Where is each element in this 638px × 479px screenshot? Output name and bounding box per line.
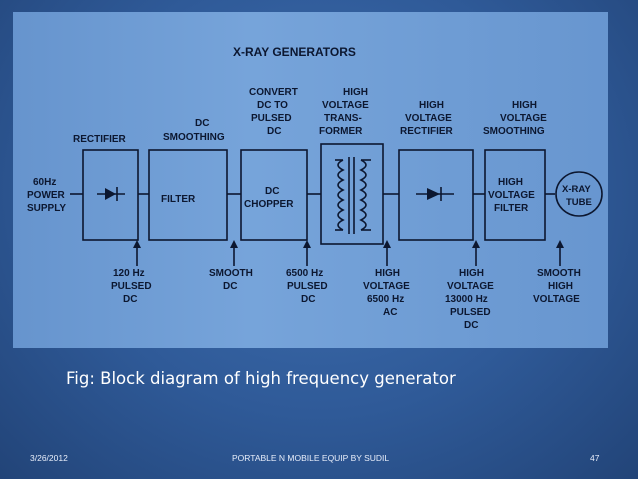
- hv-ac-3: 6500 Hz: [367, 294, 404, 305]
- label-hvsmooth-3: SMOOTHING: [483, 126, 545, 137]
- block-diagram: X-RAY GENERATORS RECTIFIER DC SMOOTHING …: [27, 45, 603, 331]
- smooth-hv-3: VOLTAGE: [533, 294, 580, 305]
- diagram-title: X-RAY GENERATORS: [233, 45, 356, 59]
- pulsed6500-2: PULSED: [287, 281, 328, 292]
- figure-caption: Fig: Block diagram of high frequency gen…: [66, 369, 456, 388]
- label-hvrect-3: RECTIFIER: [400, 126, 454, 137]
- chopper-block: [240, 149, 308, 241]
- power-supply-2: POWER: [27, 190, 66, 201]
- diode-icon: [105, 188, 116, 200]
- transformer-coils: [335, 157, 371, 234]
- xray-tube-block: [555, 171, 603, 217]
- hv-pulsed-3: 13000 Hz: [445, 294, 488, 305]
- pulsed6500-1: 6500 Hz: [286, 268, 323, 279]
- label-convert-3: PULSED: [251, 113, 292, 124]
- hv-filter-label-1: HIGH: [498, 177, 523, 188]
- diagram-photo: X-RAY GENERATORS RECTIFIER DC SMOOTHING …: [13, 12, 608, 348]
- pulsed-dc-2: PULSED: [111, 281, 152, 292]
- hv-ac-1: HIGH: [375, 268, 400, 279]
- slide-number: 47: [590, 453, 600, 463]
- label-hvsmooth-2: VOLTAGE: [500, 113, 547, 124]
- label-hvrect-1: HIGH: [419, 100, 444, 111]
- rectifier-block: [82, 149, 139, 241]
- label-hvrect-2: VOLTAGE: [405, 113, 452, 124]
- hv-ac-2: VOLTAGE: [363, 281, 410, 292]
- label-convert-4: DC: [267, 126, 281, 137]
- power-supply-3: SUPPLY: [27, 203, 66, 214]
- label-rectifier: RECTIFIER: [73, 134, 127, 145]
- label-convert-1: CONVERT: [249, 87, 298, 98]
- hv-rectifier-block: [398, 149, 474, 241]
- label-convert-2: DC TO: [257, 100, 288, 111]
- label-dc-smoothing-2: SMOOTHING: [163, 132, 225, 143]
- filter-label: FILTER: [161, 194, 196, 205]
- tube-label-1: X-RAY: [562, 184, 591, 195]
- filter-block: [148, 149, 228, 241]
- tube-label-2: TUBE: [566, 197, 592, 208]
- power-supply-1: 60Hz: [33, 177, 56, 188]
- hv-pulsed-5: DC: [464, 320, 478, 331]
- chopper-label-2: CHOPPER: [244, 199, 294, 210]
- hv-pulsed-4: PULSED: [450, 307, 491, 318]
- footer-date: 3/26/2012: [30, 453, 68, 463]
- footer-title: PORTABLE N MOBILE EQUIP BY SUDIL: [232, 453, 390, 463]
- pulsed6500-3: DC: [301, 294, 315, 305]
- hv-diode-icon: [427, 188, 440, 200]
- smooth-dc-2: DC: [223, 281, 237, 292]
- label-transformer-4: FORMER: [319, 126, 363, 137]
- label-dc-smoothing-1: DC: [195, 118, 209, 129]
- smooth-hv-1: SMOOTH: [537, 268, 581, 279]
- annotation-arrows: [136, 244, 561, 266]
- label-transformer-2: VOLTAGE: [322, 100, 369, 111]
- hv-filter-block: [484, 149, 546, 241]
- label-transformer-1: HIGH: [343, 87, 368, 98]
- label-transformer-3: TRANS-: [324, 113, 362, 124]
- hv-pulsed-2: VOLTAGE: [447, 281, 494, 292]
- smooth-hv-2: HIGH: [548, 281, 573, 292]
- chopper-label-1: DC: [265, 186, 279, 197]
- transformer-block: [320, 143, 384, 245]
- hv-pulsed-1: HIGH: [459, 268, 484, 279]
- hv-filter-label-3: FILTER: [494, 203, 529, 214]
- pulsed-dc-1: 120 Hz: [113, 268, 145, 279]
- label-hvsmooth-1: HIGH: [512, 100, 537, 111]
- smooth-dc-1: SMOOTH: [209, 268, 253, 279]
- hv-ac-4: AC: [383, 307, 397, 318]
- hv-filter-label-2: VOLTAGE: [488, 190, 535, 201]
- pulsed-dc-3: DC: [123, 294, 137, 305]
